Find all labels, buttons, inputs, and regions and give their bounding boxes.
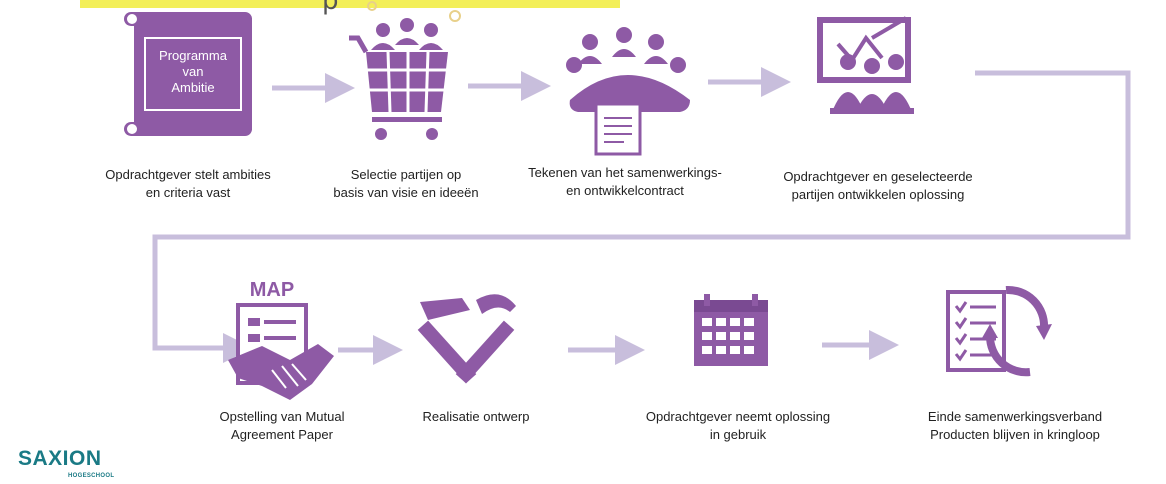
top-highlight-bar: [80, 0, 620, 8]
step-caption-4: Opdrachtgever en geselecteerde partijen …: [783, 169, 973, 202]
scroll-icon: [124, 12, 252, 136]
step-caption-7: Opdrachtgever neemt oplossing in gebruik: [645, 409, 831, 442]
map-label: MAP: [249, 279, 295, 301]
step-caption-1: Opdrachtgever stelt ambities en criteria…: [105, 167, 271, 200]
shopping-cart-icon: [349, 1, 461, 140]
step-caption-5: Opstelling van Mutual Agreement Paper: [219, 409, 345, 442]
calendar-icon: [694, 294, 768, 366]
saxion-logo-subtext: HOGESCHOOL: [68, 473, 115, 479]
hammer-pick-icon: [417, 294, 516, 384]
flow-arrows: [152, 67, 1131, 365]
handshake-document-icon: [228, 303, 334, 400]
step-caption-2: Selectie partijen op basis van visie en …: [333, 167, 479, 200]
step-caption-3: Tekenen van het samenwerkings- en ontwik…: [528, 165, 722, 198]
step-caption-6: Realisatie ontwerp: [422, 409, 530, 424]
presentation-team-icon: [817, 16, 914, 114]
step-caption-8: Einde samenwerkingsverband Producten bli…: [927, 409, 1103, 442]
scroll-text: Programma van Ambitie: [159, 48, 227, 95]
saxion-logo: SAXION: [18, 447, 102, 470]
partial-title-fragment: p: [322, 0, 339, 16]
checklist-cycle-icon: [946, 285, 1052, 377]
meeting-contract-icon: [566, 27, 690, 156]
arrow-4-5: [152, 70, 1131, 363]
